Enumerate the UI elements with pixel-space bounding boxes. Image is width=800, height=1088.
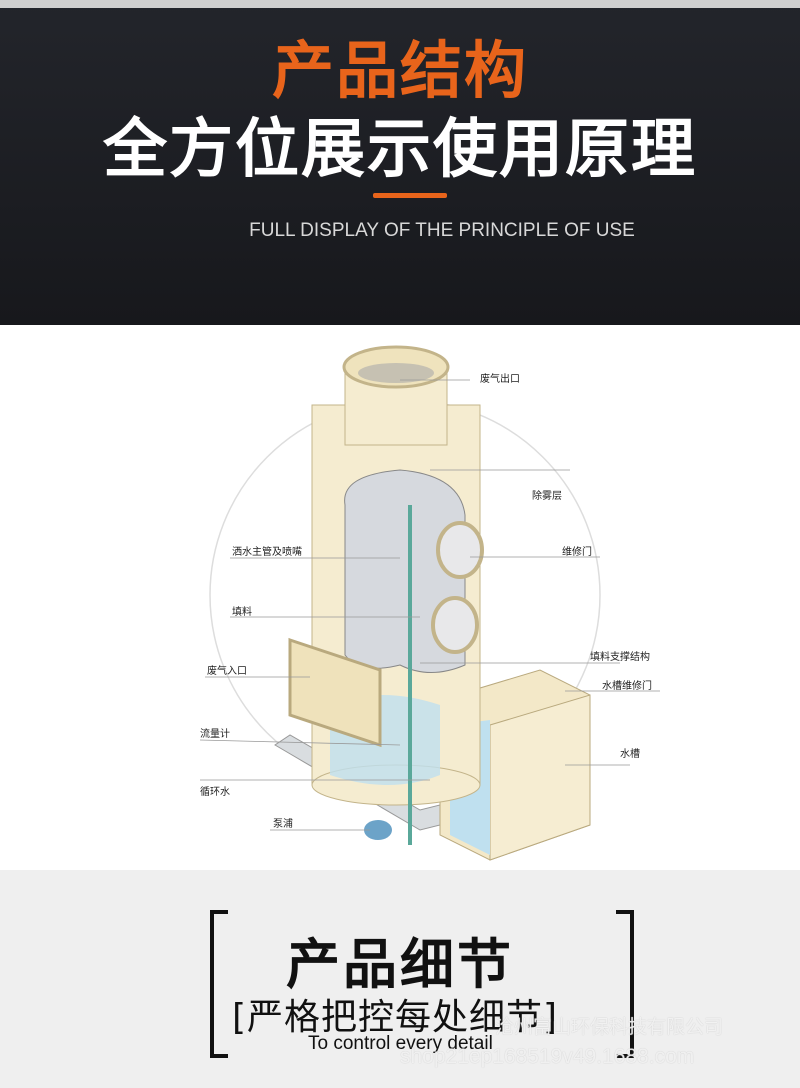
label-gas-outlet: 废气出口: [480, 374, 520, 385]
english-subtitle: FULL DISPLAY OF THE PRINCIPLE OF USE: [249, 220, 635, 241]
details-subtitle: [严格把控每处细节]: [232, 997, 559, 1038]
label-packing: 填料: [232, 607, 252, 618]
label-pump: 泵浦: [273, 819, 293, 830]
top-strip: [0, 0, 800, 8]
scrubber-diagram: 废气出口 除雾层 洒水主管及喷嘴 维修门 填料 填料支撑结构 废气入口 水槽维修…: [0, 325, 800, 870]
header-banner: 产品结构 全方位展示使用原理 FULL DISPLAY OF THE PRINC…: [0, 0, 800, 325]
left-bracket: [210, 910, 228, 1058]
details-section: 产品细节 [严格把控每处细节] To control every detail …: [0, 870, 800, 1088]
watermark-company: 沧州富山环保科技有限公司: [495, 1016, 724, 1038]
label-flowmeter: 流量计: [200, 729, 230, 740]
scrubber-illustration: [199, 345, 660, 861]
label-demister: 除雾层: [532, 491, 562, 502]
accent-divider: [373, 193, 447, 198]
right-bracket: [616, 910, 634, 1058]
details-title: 产品细节: [286, 933, 514, 996]
label-circulation-water: 循环水: [200, 787, 230, 798]
label-maintenance-door: 维修门: [562, 547, 592, 558]
label-tank-door: 水槽维修门: [602, 681, 652, 692]
label-gas-inlet: 废气入口: [207, 666, 247, 677]
details-english: To control every detail: [308, 1033, 493, 1054]
section-title: 产品结构: [271, 34, 528, 107]
label-spray-pipe: 洒水主管及喷嘴: [232, 547, 302, 558]
label-packing-support: 填料支撑结构: [590, 652, 650, 663]
watermark-url: shop21ep168519v49.1688.com: [400, 1045, 695, 1068]
section-subtitle: 全方位展示使用原理: [103, 113, 697, 187]
label-tank: 水槽: [620, 749, 640, 760]
